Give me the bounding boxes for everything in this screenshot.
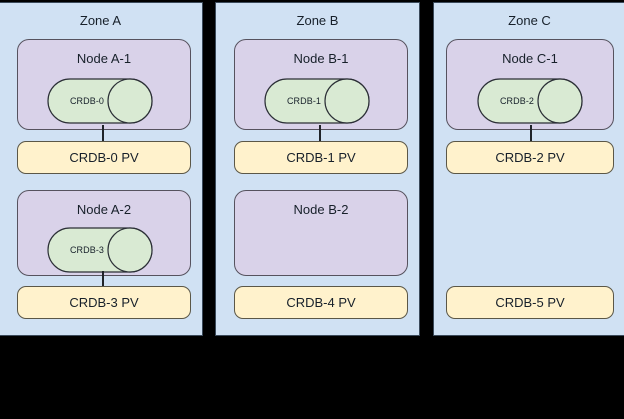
node-box-c-1[interactable]: Node C-1 CRDB-2 — [446, 39, 614, 130]
pv-box-crdb-0-pv[interactable]: CRDB-0 PV — [17, 141, 191, 174]
cylinder-icon — [264, 78, 370, 124]
node-box-b-2[interactable]: Node B-2 — [234, 190, 408, 276]
node-box-b-1[interactable]: Node B-1 CRDB-1 — [234, 39, 408, 130]
pod-cylinder-crdb-2[interactable]: CRDB-2 — [477, 78, 583, 124]
node-title-a-2: Node A-2 — [76, 202, 132, 217]
connector-b-1 — [319, 125, 321, 142]
zone-panel-a: Zone A Node A-1 CRDB-0 CRDB-0 PV Node A-… — [0, 2, 203, 336]
node-box-a-2[interactable]: Node A-2 CRDB-3 — [17, 190, 191, 276]
connector-c-1 — [530, 125, 532, 142]
pv-box-crdb-2-pv[interactable]: CRDB-2 PV — [446, 141, 614, 174]
pv-box-crdb-5-pv[interactable]: CRDB-5 PV — [446, 286, 614, 319]
zone-title-b: Zone B — [296, 13, 339, 28]
pod-label-crdb-1: CRDB-1 — [286, 96, 322, 106]
node-title-a-1: Node A-1 — [76, 51, 132, 66]
node-title-b-1: Node B-1 — [293, 51, 349, 66]
zone-title-c: Zone C — [508, 13, 551, 28]
pv-box-crdb-1-pv[interactable]: CRDB-1 PV — [234, 141, 408, 174]
cylinder-icon — [47, 227, 153, 273]
pod-label-crdb-2: CRDB-2 — [499, 96, 535, 106]
pod-label-crdb-0: CRDB-0 — [69, 96, 105, 106]
pv-box-crdb-3-pv[interactable]: CRDB-3 PV — [17, 286, 191, 319]
pv-box-crdb-4-pv[interactable]: CRDB-4 PV — [234, 286, 408, 319]
zone-title-a: Zone A — [79, 13, 122, 28]
zone-panel-b: Zone B Node B-1 CRDB-1 CRDB-1 PV Node B-… — [215, 2, 420, 336]
zone-panel-c: Zone C Node C-1 CRDB-2 CRDB-2 PV CRDB-5 … — [433, 2, 624, 336]
pod-cylinder-crdb-1[interactable]: CRDB-1 — [264, 78, 370, 124]
node-box-a-1[interactable]: Node A-1 CRDB-0 — [17, 39, 191, 130]
pod-cylinder-crdb-0[interactable]: CRDB-0 — [47, 78, 153, 124]
cylinder-icon — [47, 78, 153, 124]
cylinder-icon — [477, 78, 583, 124]
connector-a-1 — [102, 125, 104, 142]
pod-cylinder-crdb-3[interactable]: CRDB-3 — [47, 227, 153, 273]
node-title-c-1: Node C-1 — [502, 51, 558, 66]
node-title-b-2: Node B-2 — [293, 202, 349, 217]
pod-label-crdb-3: CRDB-3 — [69, 245, 105, 255]
connector-a-2 — [102, 271, 104, 287]
